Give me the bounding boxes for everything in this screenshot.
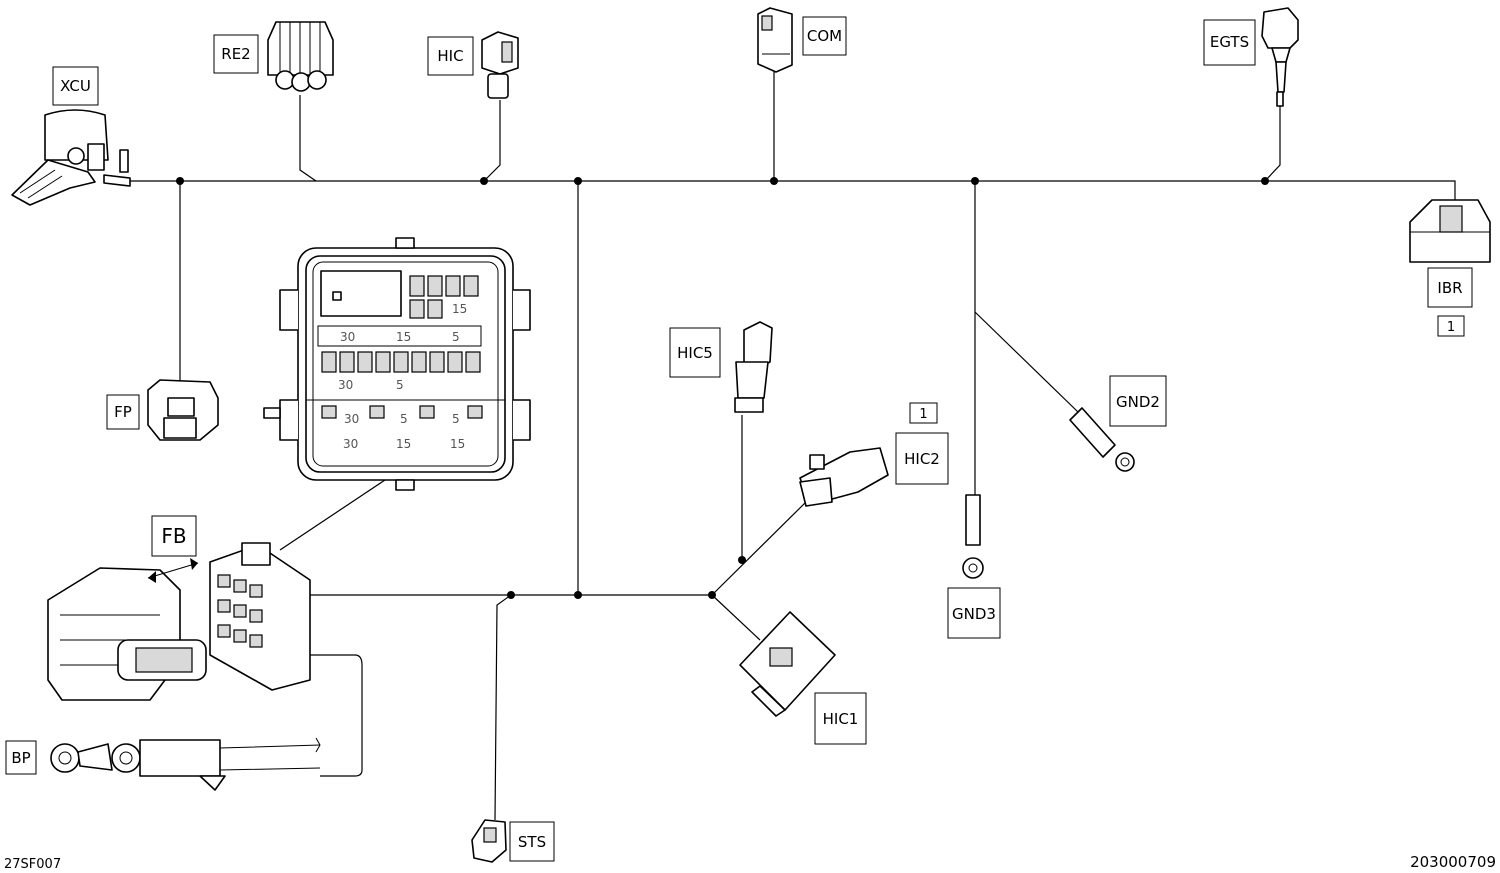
hic-connector [481, 31, 519, 99]
fuse-box [263, 237, 531, 491]
label-hic: HIC [427, 36, 474, 76]
svg-text:GND2: GND2 [1116, 393, 1160, 411]
fuse-low-a-3: 5 [452, 412, 460, 426]
label-sts: STS [509, 821, 555, 862]
com-connector [757, 7, 793, 73]
fuse-low-a-2: 5 [400, 412, 408, 426]
harness-wires [110, 70, 1456, 821]
hic1-connector [739, 611, 836, 717]
svg-text:STS: STS [518, 833, 546, 851]
fuse-slots-mid [321, 351, 481, 373]
ibr-connector [1409, 199, 1491, 263]
svg-text:GND3: GND3 [952, 605, 996, 623]
svg-text:HIC5: HIC5 [677, 344, 713, 362]
svg-text:IBR: IBR [1437, 279, 1462, 297]
svg-text:FP: FP [114, 403, 132, 421]
label-hic1: HIC1 [814, 692, 867, 745]
fb-plug-cavities [217, 574, 263, 648]
bp-battery-terminal [50, 737, 321, 791]
label-ibr-ref: 1 [1437, 315, 1465, 337]
fuse-top-small: 15 [452, 302, 467, 316]
fuse-mid-2: 5 [396, 378, 404, 392]
svg-text:FB: FB [161, 524, 186, 548]
label-bp: BP [5, 740, 37, 775]
figure-code-left: 27SF007 [4, 857, 61, 872]
hic2-connector [799, 447, 889, 507]
svg-text:EGTS: EGTS [1210, 33, 1249, 51]
svg-text:XCU: XCU [60, 77, 91, 95]
label-com: COM [802, 16, 847, 56]
fuse-values: 15 30 15 5 30 5 30 5 5 30 15 15 [338, 302, 467, 451]
svg-text:1: 1 [919, 407, 927, 422]
svg-text:HIC2: HIC2 [904, 450, 940, 468]
label-hic2-ref: 1 [909, 402, 938, 424]
component-labels: XCU RE2 HIC COM EGTS IBR 1 FP [5, 16, 1473, 862]
svg-text:HIC: HIC [437, 47, 463, 65]
gnd2-ring-terminal [1069, 407, 1135, 472]
svg-text:RE2: RE2 [221, 45, 250, 63]
label-ibr: IBR [1427, 267, 1473, 308]
figure-code-right: 203000709 [1410, 853, 1496, 871]
egts-sensor [1261, 7, 1299, 107]
label-hic5: HIC5 [669, 327, 721, 378]
fuse-slots-low [321, 405, 483, 419]
fuse-low-b-1: 30 [343, 437, 358, 451]
label-gnd2: GND2 [1109, 375, 1167, 427]
xcu-connector [11, 109, 131, 206]
fb-plug [47, 542, 311, 701]
fp-connector [147, 379, 219, 441]
fuse-top-1: 30 [340, 330, 355, 344]
junction-dots [176, 177, 1269, 599]
svg-text:HIC1: HIC1 [823, 710, 859, 728]
label-xcu: XCU [52, 66, 99, 106]
label-gnd3: GND3 [947, 587, 1001, 639]
svg-text:BP: BP [11, 749, 30, 767]
label-egts: EGTS [1203, 19, 1256, 66]
fuse-low-a-1: 30 [344, 412, 359, 426]
fuse-low-b-3: 15 [450, 437, 465, 451]
svg-text:1: 1 [1447, 320, 1455, 335]
label-re2: RE2 [213, 34, 259, 74]
svg-text:COM: COM [807, 27, 842, 45]
label-hic2: HIC2 [895, 432, 949, 485]
hic5-connector [734, 321, 773, 413]
sts-connector [471, 819, 507, 863]
fuse-low-b-2: 15 [396, 437, 411, 451]
gnd3-ring-terminal [962, 494, 984, 579]
label-fb: FB [151, 515, 197, 557]
fuse-top-3: 5 [452, 330, 460, 344]
re2-connector [267, 21, 334, 92]
label-fp: FP [106, 394, 140, 430]
fuse-slots-top [409, 275, 479, 319]
fuse-mid-1: 30 [338, 378, 353, 392]
fuse-top-2: 15 [396, 330, 411, 344]
